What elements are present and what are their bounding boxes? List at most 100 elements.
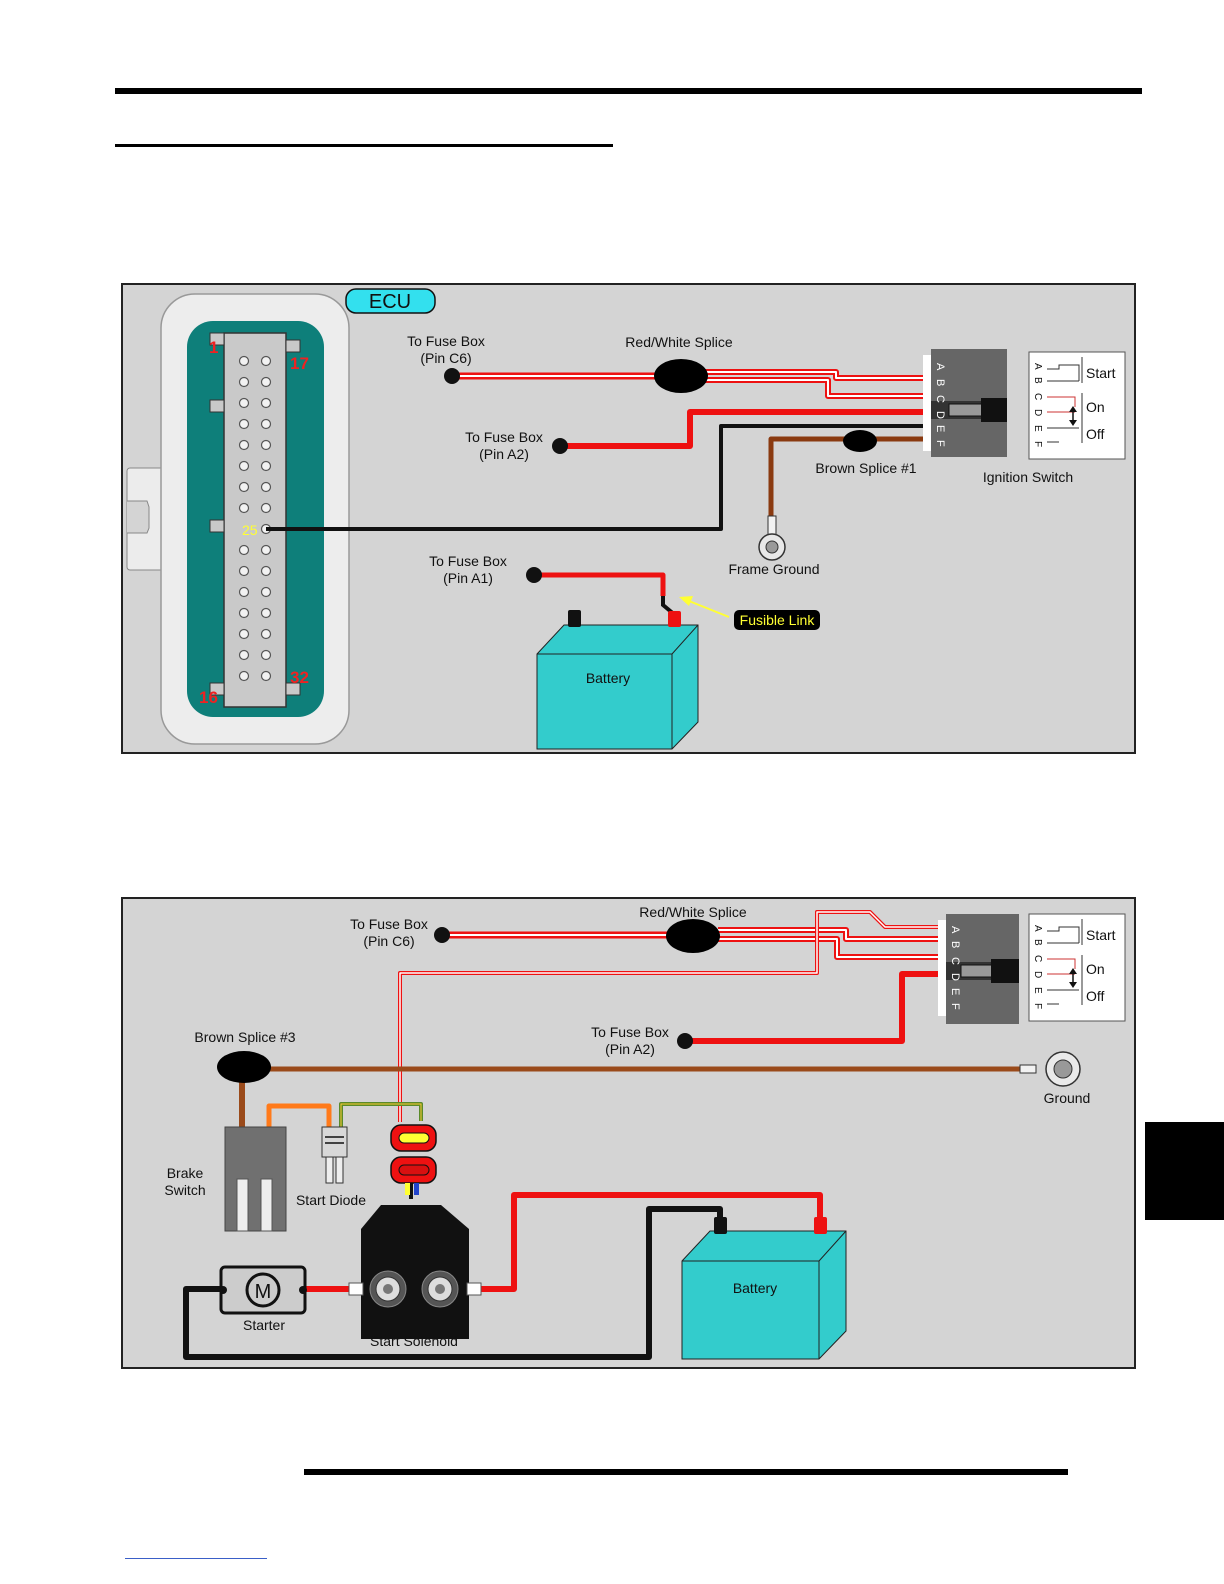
switch-pin-f: F: [934, 440, 946, 447]
fuse-box-c6-terminal: [434, 927, 450, 943]
start-solenoid: [348, 1205, 482, 1339]
switch-pin-e: E: [949, 988, 961, 995]
fuse-box-c6-label-2: (Pin C6): [363, 933, 414, 949]
fuse-box-c6-terminal: [444, 368, 460, 384]
footer-link-underline: [125, 1558, 267, 1559]
header-rule: [115, 88, 1142, 94]
red-white-splice-label: Red/White Splice: [625, 334, 733, 350]
brake-switch: [224, 1126, 287, 1232]
brown-splice-3: [217, 1051, 271, 1083]
fuse-box-a1-label-2: (Pin A1): [443, 570, 493, 586]
legend-pin-c: C: [1032, 955, 1043, 962]
red-white-wire: [452, 369, 923, 399]
fusible-link-label: Fusible Link: [740, 612, 816, 628]
fuse-box-a1-terminal: [526, 567, 542, 583]
starter-wiring-diagram: A B C D E F A B C D E F Start On Off: [121, 897, 1136, 1369]
fuse-box-a2-terminal: [677, 1033, 693, 1049]
switch-position-legend: A B C D E F Start On Off: [1028, 351, 1126, 460]
chapter-tab: [1145, 1122, 1224, 1220]
frame-ground-label: Frame Ground: [728, 561, 819, 577]
starter-motor-symbol: M: [255, 1281, 272, 1303]
pin-17-label: 17: [290, 354, 309, 373]
fuse-box-a2-label-2: (Pin A2): [479, 446, 529, 462]
legend-on: On: [1086, 399, 1105, 415]
legend-pin-a: A: [1032, 925, 1043, 932]
switch-pin-a: A: [934, 363, 946, 371]
battery-label: Battery: [733, 1280, 777, 1296]
red-battery-cable: [474, 1192, 823, 1292]
fuse-box-a1-label-1: To Fuse Box: [429, 553, 507, 569]
ecu-wiring-diagram: 1 17 25 16 32 ECU A B C D: [121, 283, 1136, 754]
starter-label: Starter: [243, 1317, 285, 1333]
switch-pin-a: A: [949, 926, 961, 934]
green-wire: [339, 1102, 423, 1127]
ignition-switch-label: Ignition Switch: [983, 469, 1073, 485]
red-white-splice-label: Red/White Splice: [639, 904, 747, 920]
brake-switch-label-1: Brake: [167, 1165, 204, 1181]
pin-1-label: 1: [209, 338, 218, 357]
section-title-rule: [115, 144, 613, 147]
switch-pin-b: B: [934, 379, 946, 386]
footer-rule: [304, 1469, 1068, 1475]
ecu-label: ECU: [369, 291, 411, 313]
switch-pin-d: D: [949, 973, 961, 981]
red-power-wire: [685, 971, 938, 1044]
pin-32-label: 32: [290, 668, 309, 687]
fuse-box-a2-label-2: (Pin A2): [605, 1041, 655, 1057]
legend-pin-e: E: [1032, 987, 1043, 994]
brown-splice-1-label: Brown Splice #1: [815, 460, 916, 476]
legend-off: Off: [1086, 988, 1105, 1004]
fuse-box-c6-label-1: To Fuse Box: [407, 333, 485, 349]
legend-pin-d: D: [1032, 971, 1043, 978]
ignition-switch: A B C D E F: [938, 914, 1019, 1024]
legend-on: On: [1086, 961, 1105, 977]
red-white-wire: [398, 910, 938, 1122]
start-solenoid-label: Start Solenoid: [370, 1333, 458, 1349]
switch-pin-d: D: [934, 411, 946, 419]
switch-pin-b: B: [949, 941, 961, 948]
start-diode: [321, 1126, 348, 1184]
legend-pin-a: A: [1032, 363, 1043, 370]
black-ground-cable: [183, 1206, 723, 1360]
legend-pin-f: F: [1032, 1003, 1043, 1009]
brown-splice-1: [843, 430, 877, 452]
switch-pin-e: E: [934, 425, 946, 432]
legend-pin-f: F: [1032, 441, 1043, 447]
solenoid-connector: [390, 1124, 437, 1195]
legend-start: Start: [1086, 365, 1116, 381]
ignition-switch: A B C D E F: [923, 349, 1007, 457]
ecu-badge: [345, 288, 436, 314]
legend-pin-c: C: [1032, 393, 1043, 400]
brown-splice-3-label: Brown Splice #3: [194, 1029, 295, 1045]
fusible-link-badge: [734, 610, 820, 630]
red-white-splice: [666, 919, 720, 953]
pin-16-label: 16: [199, 688, 218, 707]
start-diode-label: Start Diode: [296, 1192, 366, 1208]
brake-switch-label-2: Switch: [164, 1182, 205, 1198]
fuse-box-a2-terminal: [552, 438, 568, 454]
switch-pin-c: C: [934, 395, 946, 403]
brown-ground-wire: [768, 436, 923, 541]
legend-start: Start: [1086, 927, 1116, 943]
ecu-connector: 1 17 25 16 32: [126, 293, 350, 745]
pin-25-label: 25: [242, 522, 258, 538]
orange-wire: [266, 1103, 332, 1127]
frame-ground-terminal: [758, 515, 786, 561]
battery: [681, 1217, 847, 1360]
fuse-box-a2-label-1: To Fuse Box: [465, 429, 543, 445]
battery: [536, 610, 699, 750]
green-wire-highlight: [340, 1103, 422, 1127]
fuse-box-c6-label-2: (Pin C6): [420, 350, 471, 366]
legend-pin-b: B: [1032, 939, 1043, 946]
legend-pin-d: D: [1032, 409, 1043, 416]
fuse-box-a2-label-1: To Fuse Box: [591, 1024, 669, 1040]
ground-label: Ground: [1044, 1090, 1091, 1106]
switch-pin-c: C: [949, 957, 961, 965]
legend-pin-e: E: [1032, 425, 1043, 432]
switch-pin-f: F: [949, 1003, 961, 1010]
battery-label: Battery: [586, 670, 630, 686]
black-ecu-wire: [266, 424, 923, 531]
legend-off: Off: [1086, 426, 1105, 442]
fusible-link-arrow: [688, 600, 730, 618]
ground-terminal: [1019, 1051, 1081, 1087]
